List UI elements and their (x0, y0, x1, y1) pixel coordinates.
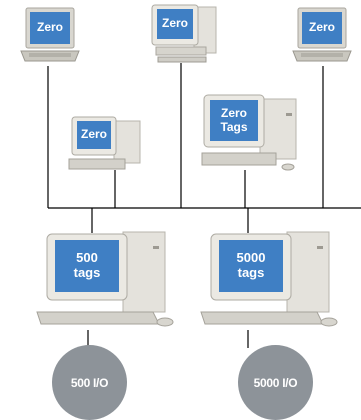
desktop-computer-icon (151, 4, 217, 63)
server-right-label: 5000 tags (219, 240, 283, 292)
io-right-circle: 5000 I/O (238, 345, 313, 420)
server-left-label-line1: 500 (76, 250, 98, 266)
desktop-mid-left: Zero (66, 115, 144, 173)
io-right-label: 5000 I/O (253, 375, 298, 390)
desktop-top-center: Zero (148, 3, 220, 65)
laptop-icon (292, 7, 352, 62)
desktop-mid-right-label-line2: Tags (220, 119, 248, 134)
laptop-left: Zero (19, 5, 81, 67)
desktop-computer-icon (68, 116, 141, 170)
laptop-left-label: Zero (36, 20, 63, 35)
laptop-right-label: Zero (308, 20, 335, 35)
io-left-label: 500 I/O (70, 375, 109, 390)
laptop-icon (20, 7, 80, 62)
server-computer-icon (36, 231, 174, 327)
desktop-mid-right: Zero Tags (200, 93, 304, 173)
server-right: 5000 tags (197, 228, 339, 332)
server-left: 500 tags (33, 228, 175, 332)
server-left-label-line2: tags (73, 265, 101, 280)
server-left-label: 500 tags (55, 240, 119, 292)
server-computer-icon (200, 231, 338, 327)
laptop-right: Zero (291, 5, 353, 67)
server-right-label-line1: 5000 (236, 250, 266, 266)
desktop-mid-right-label: Zero Tags (210, 100, 258, 141)
desktop-mid-left-label: Zero (80, 127, 107, 142)
io-left-circle: 500 I/O (52, 345, 127, 420)
server-right-label-line2: tags (237, 265, 265, 280)
desktop-top-center-label: Zero (161, 16, 188, 31)
desktop-computer-icon (201, 94, 297, 171)
desktop-mid-right-label-line1: Zero (220, 105, 247, 120)
